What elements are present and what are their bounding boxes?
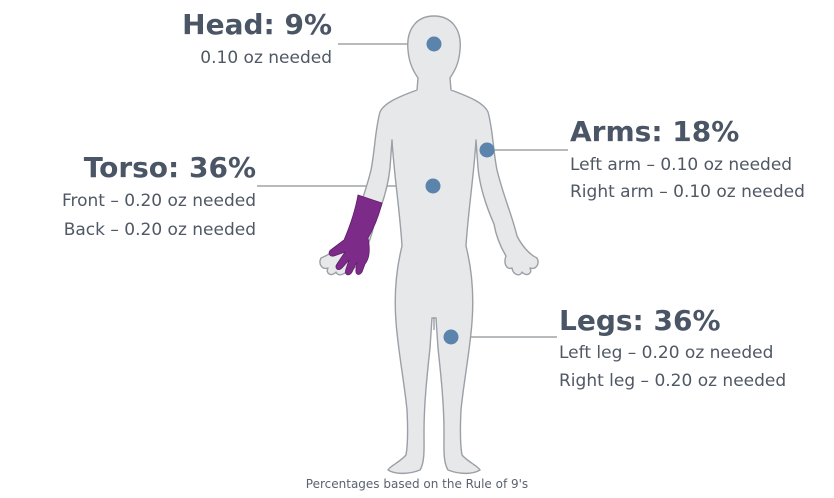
legs-detail-1: Right leg – 0.20 oz needed xyxy=(559,369,786,393)
legs-detail-0: Left leg – 0.20 oz needed xyxy=(559,341,773,365)
arms-detail-1: Right arm – 0.10 oz needed xyxy=(570,180,805,204)
arms-title: Arms: 18% xyxy=(570,117,739,147)
torso-dot xyxy=(426,179,441,194)
legs-dot xyxy=(444,330,459,345)
torso-detail-1: Back – 0.20 oz needed xyxy=(64,218,256,242)
torso-title: Torso: 36% xyxy=(84,153,256,183)
arms-detail-0: Left arm – 0.10 oz needed xyxy=(570,153,792,177)
torso-detail-0: Front – 0.20 oz needed xyxy=(62,189,256,213)
head-title: Head: 9% xyxy=(182,10,332,40)
head-detail-0: 0.10 oz needed xyxy=(200,46,332,70)
legs-title: Legs: 36% xyxy=(559,306,721,336)
caption: Percentages based on the Rule of 9's xyxy=(0,477,834,491)
arms-dot xyxy=(480,143,495,158)
head-dot xyxy=(427,37,442,52)
